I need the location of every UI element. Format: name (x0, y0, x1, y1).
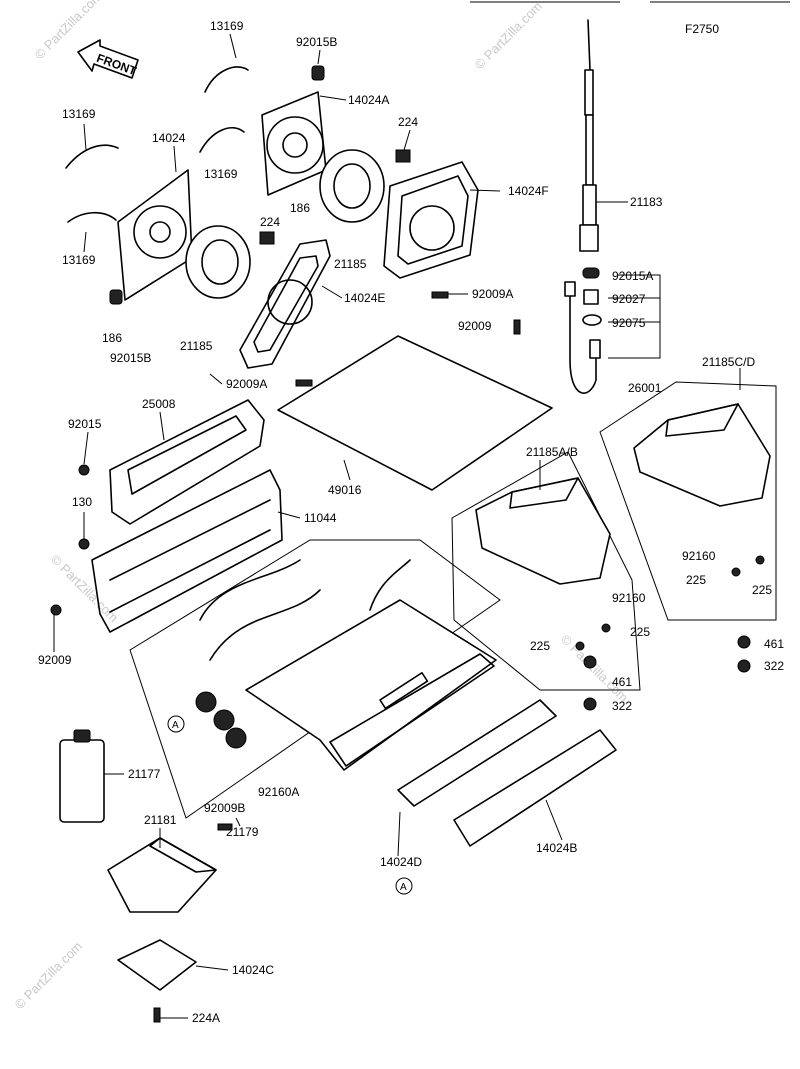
label-461: 461 (612, 675, 632, 689)
speaker-bracket-14024 (117, 169, 193, 301)
trim-14024d (397, 699, 557, 807)
group-boundary-21185cd (599, 381, 777, 621)
label-13169: 13169 (210, 19, 244, 33)
speaker-pod-21185cd (633, 403, 771, 507)
clip-92015b-top (311, 65, 325, 81)
wiring-harness (195, 559, 321, 749)
label-224: 224 (260, 215, 280, 229)
strap-13169-left-bottom (67, 211, 117, 223)
label-14024f: 14024F (508, 184, 549, 198)
label-92015: 92015 (68, 417, 102, 431)
strap-13169-top (204, 66, 249, 93)
cover-14024c (117, 939, 197, 991)
label-11044: 11044 (304, 511, 337, 525)
label-92160: 92160 (612, 591, 646, 605)
callout-a-label: A (172, 720, 179, 731)
trim-14024b (453, 729, 617, 847)
label-92160: 92160 (682, 549, 716, 563)
front-arrow: FRONT (77, 39, 139, 79)
label-92075: 92075 (612, 316, 646, 330)
antenna-cable-26001 (564, 281, 601, 394)
radio-unit (245, 599, 497, 771)
speaker-grille-14024e (239, 239, 331, 369)
label-49016: 49016 (328, 483, 362, 497)
label-92160a: 92160A (258, 785, 299, 799)
part-labels: 13169 92015B 14024A 13169 14024 224 1316… (38, 19, 784, 1025)
label-92015b: 92015B (110, 351, 151, 365)
callout-a: A (395, 877, 413, 895)
label-322: 322 (764, 659, 784, 673)
label-224: 224 (398, 115, 418, 129)
callout-a-label: A (400, 882, 407, 893)
clip-92015b-bottom (109, 289, 123, 305)
bracket-26001 (608, 274, 661, 359)
label-13169: 13169 (204, 167, 238, 181)
speaker-grille-14024f (383, 161, 479, 279)
label-21179: 21179 (226, 825, 259, 839)
amplifier-21181 (107, 837, 217, 913)
strap-13169-mid (199, 127, 245, 153)
label-21185cd: 21185C/D (702, 355, 755, 369)
speaker-bracket-14024a (261, 91, 327, 196)
group-boundary-21179 (129, 539, 501, 819)
label-92009b: 92009B (204, 801, 245, 815)
label-186: 186 (102, 331, 122, 345)
label-92009: 92009 (458, 319, 492, 333)
label-14024e: 14024E (344, 291, 385, 305)
speaker-21185-right (319, 149, 411, 223)
label-14024a: 14024A (348, 93, 389, 107)
label-225: 225 (530, 639, 550, 653)
leader-lines (53, 33, 741, 1019)
speaker-pod-21185ab (475, 477, 611, 585)
label-92015a: 92015A (612, 269, 653, 283)
label-14024c: 14024C (232, 963, 274, 977)
speaker-21185-left (185, 225, 275, 299)
ref-code: F2750 (685, 22, 719, 36)
label-21185: 21185 (180, 339, 213, 353)
label-225: 225 (752, 583, 772, 597)
switch-21177 (59, 729, 105, 823)
label-225: 225 (686, 573, 706, 587)
cover-49016 (277, 335, 553, 491)
label-21185: 21185 (334, 257, 367, 271)
label-14024: 14024 (152, 131, 186, 145)
strap-13169-left-top (65, 144, 119, 169)
label-14024d: 14024D (380, 855, 422, 869)
callout-a: A (167, 715, 185, 733)
watermark: © PartZilla.com (12, 939, 86, 1013)
watermark: © PartZilla.com (472, 0, 546, 72)
radio-antenna-cable (369, 559, 411, 611)
label-21183: 21183 (630, 195, 663, 209)
bracket-11044 (91, 469, 283, 633)
antenna-21183 (579, 19, 599, 252)
label-92027: 92027 (612, 292, 646, 306)
label-461: 461 (764, 637, 784, 651)
hardware (50, 291, 765, 1023)
label-92009a: 92009A (226, 377, 267, 391)
label-92009a: 92009A (472, 287, 513, 301)
label-26001: 26001 (628, 381, 662, 395)
label-225: 225 (630, 625, 650, 639)
label-21177: 21177 (128, 767, 161, 781)
label-186: 186 (290, 201, 310, 215)
mount-plate-25008 (109, 399, 265, 525)
label-13169: 13169 (62, 253, 96, 267)
label-21181: 21181 (144, 813, 177, 827)
label-25008: 25008 (142, 397, 176, 411)
antenna-parts (582, 267, 602, 326)
group-boundary-21185ab (451, 451, 641, 691)
label-130: 130 (72, 495, 92, 509)
label-92009: 92009 (38, 653, 72, 667)
watermark: © PartZilla.com (558, 632, 632, 706)
label-14024b: 14024B (536, 841, 577, 855)
label-322: 322 (612, 699, 632, 713)
label-224a: 224A (192, 1011, 220, 1025)
label-13169: 13169 (62, 107, 96, 121)
label-92015b: 92015B (296, 35, 337, 49)
label-21185ab: 21185A/B (526, 445, 578, 459)
